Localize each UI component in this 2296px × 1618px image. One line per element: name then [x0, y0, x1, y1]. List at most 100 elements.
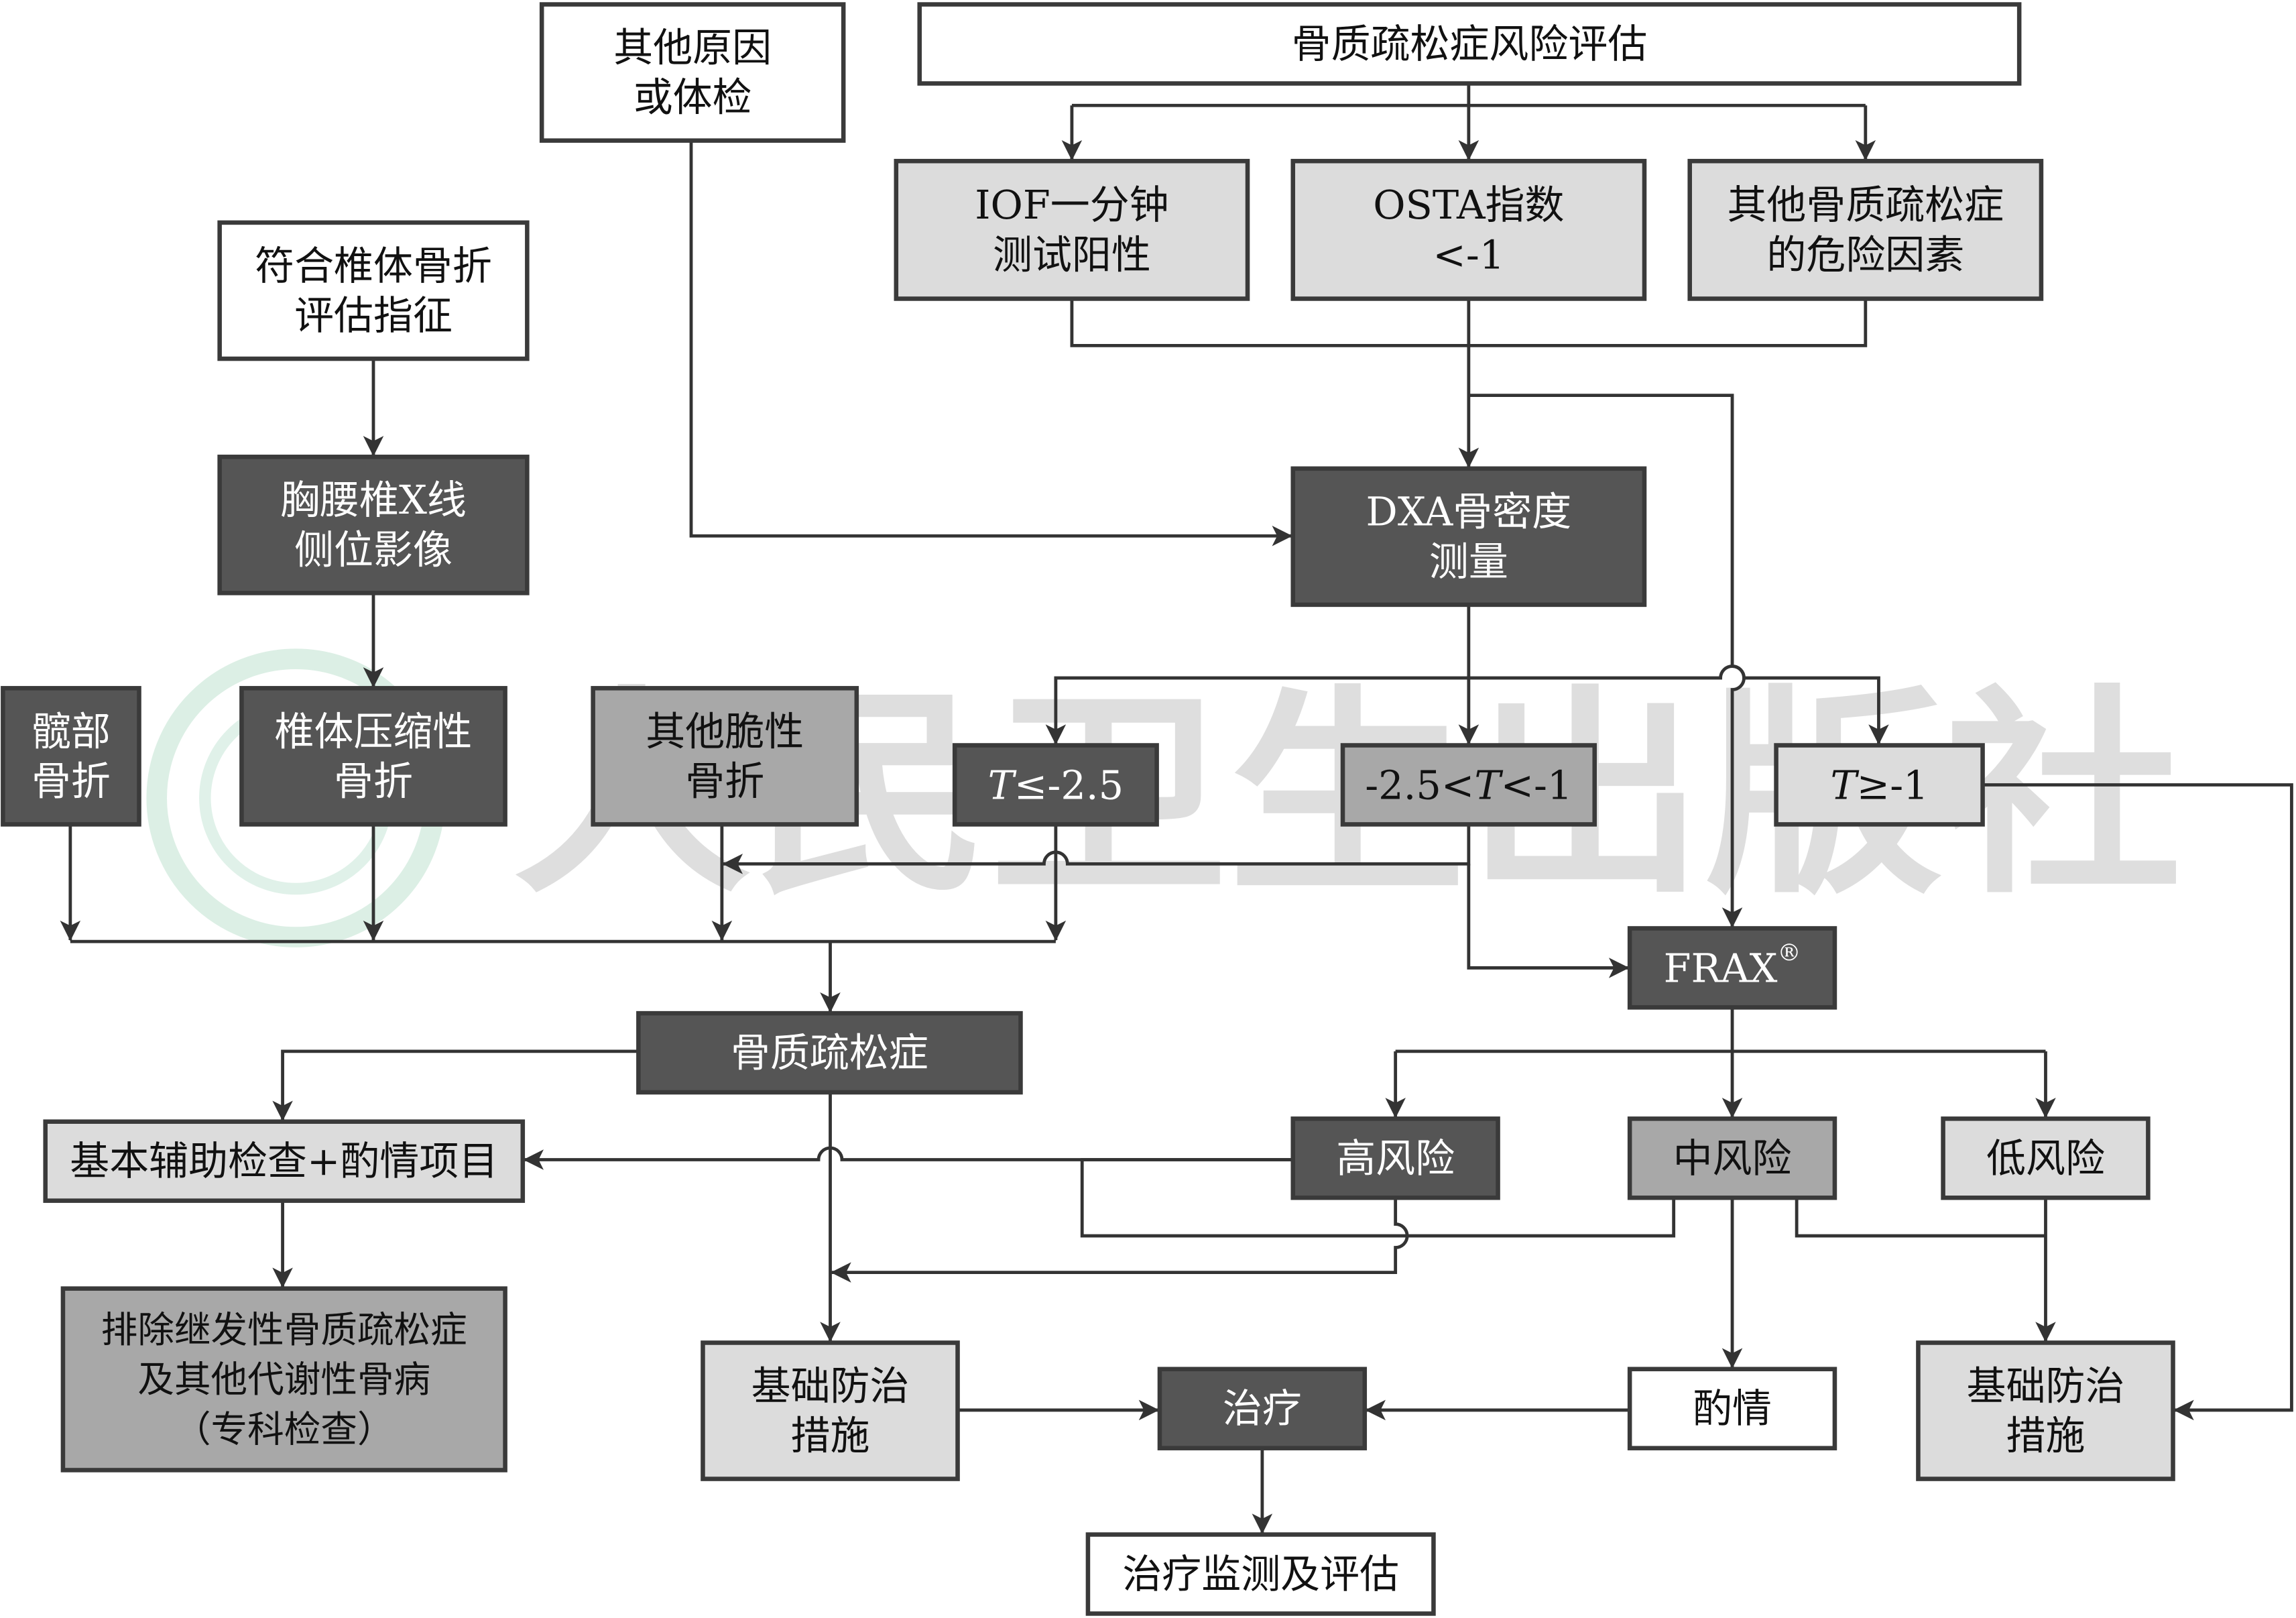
iof-test-box-label: 测试阳性 — [993, 231, 1151, 278]
line-high-to-exam — [523, 1146, 1292, 1170]
flowchart-boxes: 骨质疏松症风险评估其他原因或体检IOF一分钟测试阳性OSTA指数<-1其他骨质疏… — [1, 2, 2175, 1616]
treatment-box: 治疗 — [1157, 1367, 1368, 1450]
t-mid-box: -2.5<T<-1 — [1340, 743, 1597, 827]
connector-lines — [60, 83, 2293, 1534]
basic-prevention-left-box-frame — [701, 1340, 960, 1481]
t-mid-box-frame — [1340, 743, 1597, 827]
vertebral-indication-box-frame — [217, 220, 530, 361]
frax-box-label: FRAX® — [1664, 940, 1801, 991]
other-fragility-box-label: 其他脆性 — [646, 708, 804, 754]
basic-exam-box: 基本辅助检查+酌情项目 — [43, 1119, 526, 1203]
dxa-measurement-box-frame — [1290, 466, 1647, 608]
discretion-box-frame — [1627, 1367, 1837, 1450]
t-mid-box-label: -2.5<T<-1 — [1365, 762, 1572, 808]
vertebral-compression-box-label: 椎体压缩性 — [275, 708, 473, 754]
basic-prevention-left-box-label: 基础防治 — [751, 1363, 910, 1409]
dxa-measurement-box-label: 测量 — [1429, 538, 1508, 585]
line-thigh-to-prevention — [1982, 783, 2293, 1421]
iof-test-box-frame — [894, 158, 1250, 301]
osta-index-box-frame — [1290, 158, 1647, 301]
exclude-secondary-box-label: （专科检查） — [174, 1407, 394, 1450]
other-risk-factors-box-frame — [1687, 158, 2044, 301]
other-risk-factors-box-label: 的危险因素 — [1766, 231, 1964, 278]
discretion-box: 酌情 — [1627, 1367, 1837, 1450]
hip-fracture-box-frame — [1, 686, 141, 827]
line-high-loop — [1080, 1158, 1676, 1238]
medium-risk-box-label: 中风险 — [1673, 1135, 1792, 1181]
discretion-box-label: 酌情 — [1693, 1385, 1772, 1432]
low-risk-box-label: 低风险 — [1986, 1135, 2105, 1181]
other-fragility-box-label: 骨折 — [685, 758, 764, 805]
medium-risk-box-frame — [1627, 1116, 1837, 1200]
exclude-secondary-box-label: 及其他代谢性骨病 — [137, 1358, 430, 1401]
other-causes-box-label: 或体检 — [633, 74, 752, 121]
treatment-monitoring-box: 治疗监测及评估 — [1085, 1532, 1436, 1616]
other-causes-box-frame — [539, 2, 846, 143]
line-other-causes-to-dxa — [689, 140, 1293, 546]
frax-box-frame — [1627, 926, 1837, 1010]
basic-prevention-left-box-label: 措施 — [791, 1413, 870, 1459]
osteoporosis-box-label: 骨质疏松症 — [731, 1030, 928, 1076]
low-risk-box-frame — [1941, 1116, 2151, 1200]
vertebral-indication-box-label: 符合椎体骨折 — [255, 243, 492, 289]
t-low-box-label: T≤-2.5 — [988, 762, 1124, 808]
basic-exam-box-frame — [43, 1119, 526, 1203]
low-risk-box: 低风险 — [1941, 1116, 2151, 1200]
xray-lateral-box-label: 胸腰椎X线 — [280, 477, 467, 523]
high-risk-box-label: 高风险 — [1336, 1135, 1455, 1181]
basic-prevention-right-box-label: 基础防治 — [1967, 1363, 2125, 1409]
iof-test-box-label: IOF一分钟 — [975, 182, 1168, 228]
hip-fracture-box-label: 骨折 — [32, 758, 111, 805]
frax-box: FRAX® — [1627, 926, 1837, 1010]
other-fragility-box-frame — [591, 686, 859, 827]
dxa-measurement-box-label: DXA骨密度 — [1366, 489, 1572, 535]
treatment-monitoring-box-label: 治疗监测及评估 — [1122, 1551, 1399, 1597]
high-risk-box-frame — [1290, 1116, 1500, 1200]
treatment-box-label: 治疗 — [1223, 1385, 1302, 1432]
high-risk-box: 高风险 — [1290, 1116, 1500, 1200]
treatment-monitoring-box-frame — [1085, 1532, 1436, 1616]
risk-assessment-box: 骨质疏松症风险评估 — [917, 2, 2022, 86]
t-high-box-label: T≥-1 — [1830, 762, 1928, 808]
other-risk-factors-box-label: 其他骨质疏松症 — [1727, 182, 2004, 228]
vertebral-compression-box-label: 骨折 — [334, 758, 413, 805]
line-tmid-to-frax — [1467, 864, 1630, 978]
osta-index-box-label: <-1 — [1433, 231, 1504, 278]
medium-risk-box: 中风险 — [1627, 1116, 1837, 1200]
osteoporosis-box: 骨质疏松症 — [636, 1010, 1023, 1095]
basic-exam-box-label: 基本辅助检查+酌情项目 — [70, 1138, 498, 1184]
osta-index-box-label: OSTA指数 — [1373, 182, 1564, 228]
line-osteoporosis-to-exam-bar — [272, 1049, 639, 1122]
hip-fracture-box-label: 髋部 — [32, 708, 111, 754]
treatment-box-frame — [1157, 1367, 1368, 1450]
osta-index-box: OSTA指数<-1 — [1290, 158, 1647, 301]
xray-lateral-box-label: 侧位影像 — [294, 526, 452, 573]
t-high-box: T≥-1 — [1774, 743, 1985, 827]
risk-assessment-box-frame — [917, 2, 2022, 86]
t-high-box-frame — [1774, 743, 1985, 827]
vertebral-indication-box-label: 评估指征 — [294, 292, 452, 339]
xray-lateral-box-frame — [217, 455, 530, 595]
line-high-to-prevention — [831, 1198, 1409, 1283]
line-dxa-branch-right — [1468, 664, 1889, 745]
line-medium-to-prevention-right — [1795, 1198, 2046, 1238]
line-dxa-branch-left — [1045, 676, 1469, 745]
other-causes-box-label: 其他原因 — [613, 24, 772, 70]
exclude-secondary-box-frame — [60, 1286, 507, 1472]
t-low-box-frame — [952, 743, 1159, 827]
basic-prevention-right-box-label: 措施 — [2006, 1413, 2086, 1459]
exclude-secondary-box-label: 排除继发性骨质疏松症 — [101, 1308, 467, 1351]
t-low-box: T≤-2.5 — [952, 743, 1159, 827]
vertebral-compression-box-frame — [239, 686, 507, 827]
